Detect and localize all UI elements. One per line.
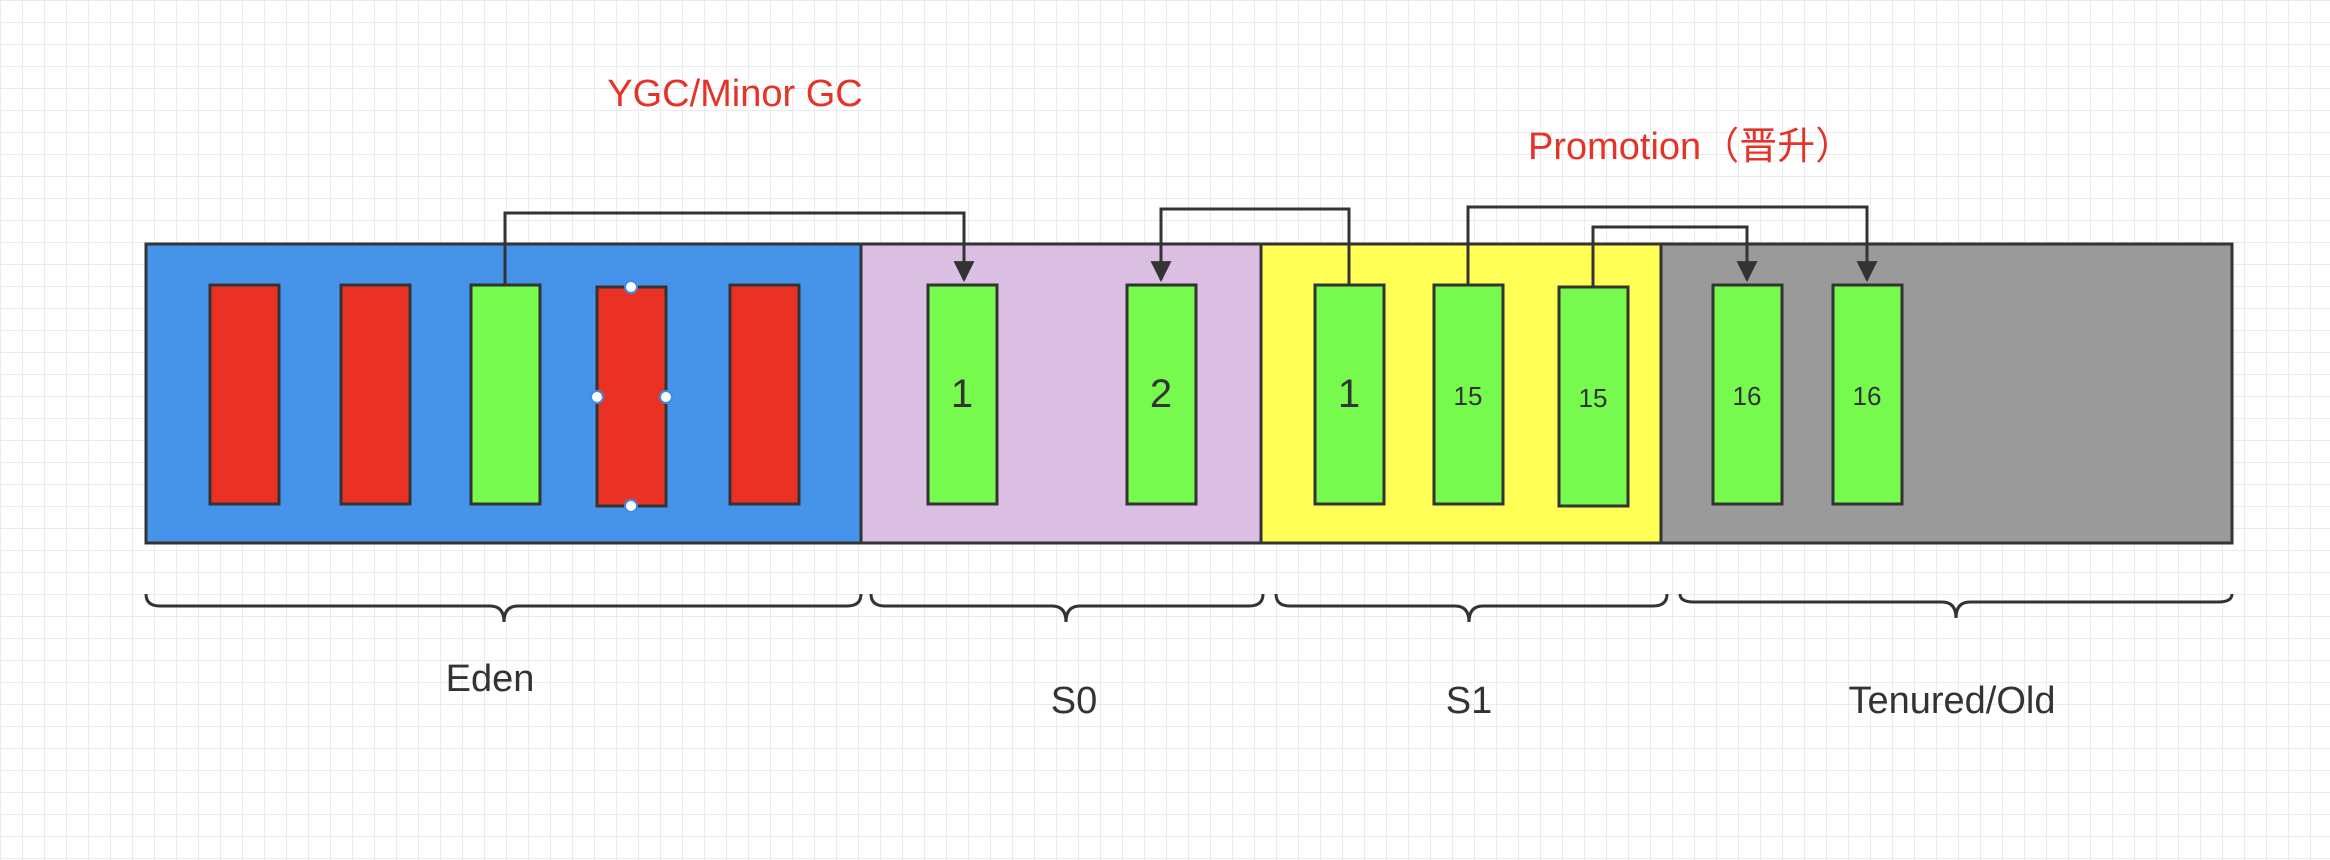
tenured-object[interactable] (1831, 283, 1904, 506)
s1-objects: 1 15 15 (1313, 283, 1630, 508)
object-age-label: 2 (1150, 372, 1172, 416)
tenured-object[interactable] (1711, 283, 1784, 506)
region-braces (144, 593, 2234, 623)
s1-label: S1 (1446, 680, 1492, 722)
object-age-label: 16 (1733, 381, 1762, 411)
eden-object[interactable] (339, 283, 412, 506)
tenured-label: Tenured/Old (1848, 680, 2055, 722)
s0-brace (869, 593, 1265, 623)
resize-handle-top[interactable] (624, 280, 638, 294)
s0-object[interactable] (926, 283, 999, 506)
object-age-label: 15 (1579, 383, 1608, 413)
promotion-annotation: Promotion（晋升） (1528, 126, 1853, 168)
promotion-arrow[interactable] (1466, 205, 1878, 285)
s0-region[interactable] (859, 242, 1263, 545)
resize-handle-bottom[interactable] (624, 499, 638, 513)
s0-object[interactable] (1125, 283, 1198, 506)
object-age-label: 1 (1338, 372, 1360, 416)
eden-label: Eden (446, 658, 535, 700)
eden-objects (208, 283, 801, 508)
s1-brace (1274, 593, 1669, 623)
s0-label: S0 (1051, 680, 1097, 722)
eden-object[interactable] (469, 283, 542, 506)
object-age-label: 16 (1853, 381, 1882, 411)
eden-object[interactable] (728, 283, 801, 506)
resize-handle-left[interactable] (590, 390, 604, 404)
resize-handle-right[interactable] (659, 390, 673, 404)
tenured-objects: 16 16 (1711, 283, 1904, 506)
eden-object-selected[interactable] (595, 285, 668, 508)
survivor-copy-arrow[interactable] (1150, 207, 1351, 285)
s1-object[interactable] (1313, 283, 1386, 506)
minor-gc-copy-arrow[interactable] (503, 211, 975, 285)
eden-brace (144, 593, 863, 623)
s1-object[interactable] (1557, 285, 1630, 508)
object-age-label: 1 (951, 372, 973, 416)
promotion-arrow[interactable] (1591, 225, 1758, 287)
tenured-brace (1678, 593, 2234, 619)
s0-objects: 1 2 (926, 283, 1198, 506)
selection-handles (590, 280, 673, 513)
object-age-label: 15 (1454, 381, 1483, 411)
copy-arrows (503, 205, 1878, 287)
minor-gc-annotation: YGC/Minor GC (607, 73, 862, 115)
eden-object[interactable] (208, 283, 281, 506)
